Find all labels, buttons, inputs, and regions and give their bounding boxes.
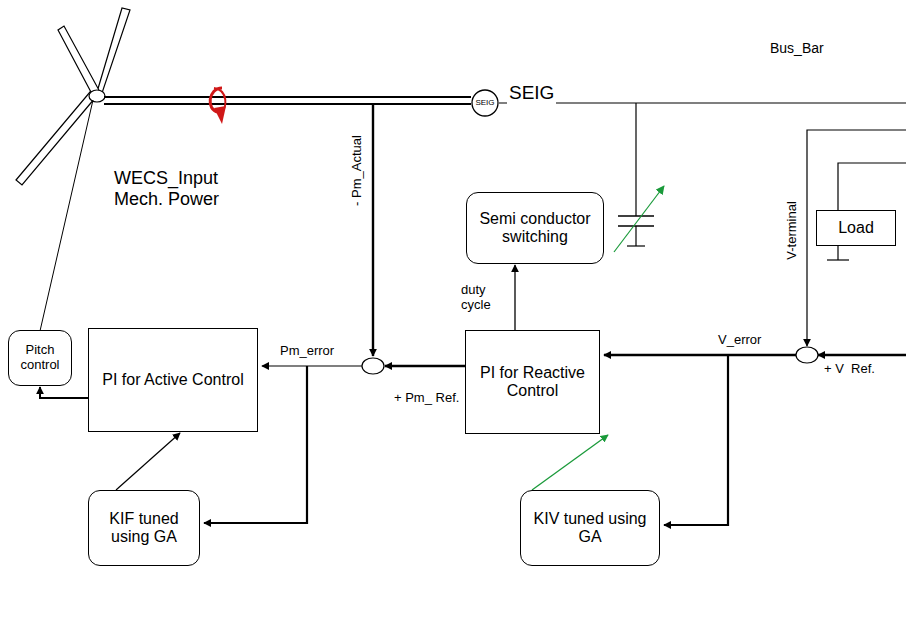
variable-capacitor-part xyxy=(614,186,664,252)
variable-capacitor-part xyxy=(635,103,636,216)
signal-label: WECS_Input Mech. Power xyxy=(112,168,266,209)
power-feedback-part xyxy=(362,358,384,374)
power-feedback xyxy=(204,104,470,523)
drive-shaft-part xyxy=(104,103,471,105)
node-text: PI for Active Control xyxy=(98,371,247,389)
ga-tuner-box: KIV tuned using GA xyxy=(520,490,660,566)
ga-tuner-box: KIF tuned using GA xyxy=(88,490,200,566)
voltage-feedback-part xyxy=(796,347,818,363)
bus-bar-wire-part xyxy=(837,246,838,260)
pi-controller-box: PI for Reactive Control xyxy=(465,330,600,434)
bus-bar-wire-part xyxy=(499,102,906,103)
node-text: Pitch control xyxy=(9,343,71,373)
wind-turbine-part xyxy=(58,26,100,94)
variable-capacitor-part xyxy=(627,245,645,246)
node-text: PI for Reactive Control xyxy=(466,364,599,401)
signal-label: Pm_error xyxy=(278,344,336,359)
node-text: SEIG xyxy=(475,98,494,107)
signal-arrow xyxy=(514,265,515,330)
edge-label: duty cycle xyxy=(459,283,509,313)
signal-label: SEIG xyxy=(507,82,556,104)
pitch-control-box: Pitch control xyxy=(8,330,72,386)
signal-label: - Pm_Actual xyxy=(350,133,365,208)
wind-turbine-part xyxy=(97,8,130,96)
pitch-link-part xyxy=(40,100,93,331)
wind-turbine-part xyxy=(89,90,105,102)
node-text: Semi conductor switching xyxy=(467,210,603,247)
power-feedback-part xyxy=(372,104,374,356)
drive-shaft-part xyxy=(104,96,471,98)
switching-box: Semi conductor switching xyxy=(466,192,604,264)
voltage-feedback-part xyxy=(664,355,728,525)
wind-turbine-part xyxy=(16,92,95,185)
rotation-arrow xyxy=(210,88,226,124)
variable-capacitor-part xyxy=(635,226,636,246)
signal-label: V-terminal xyxy=(785,199,800,262)
node-text: KIF tuned using GA xyxy=(89,510,199,547)
generator-circle: SEIG xyxy=(471,89,499,117)
bus-bar-wire-part xyxy=(807,130,906,346)
circle-outline xyxy=(472,90,498,116)
signal-label: Bus_Bar xyxy=(768,40,826,56)
variable-capacitor-part xyxy=(618,215,654,217)
voltage-feedback-part xyxy=(604,354,796,356)
pi-controller-box: PI for Active Control xyxy=(88,328,258,432)
rotation-arrow-part xyxy=(214,106,226,124)
voltage-feedback-part xyxy=(818,354,906,356)
load-box: Load xyxy=(816,210,896,246)
bus-bar-wire-part xyxy=(838,163,906,210)
power-feedback-part xyxy=(262,365,362,366)
power-feedback-part xyxy=(385,365,470,367)
signal-arrow xyxy=(116,433,180,490)
drive-shaft xyxy=(104,97,471,104)
variable-capacitor xyxy=(614,103,664,252)
node-text: Load xyxy=(834,219,878,237)
signal-label: + Pm_ Ref. xyxy=(392,391,461,406)
signal-arrow xyxy=(532,435,608,490)
signal-label: + V Ref. xyxy=(822,362,877,377)
pitch-link xyxy=(40,100,93,331)
bus-bar-wire-part xyxy=(827,259,849,260)
signal-label: V_error xyxy=(716,333,763,348)
node-text: KIV tuned using GA xyxy=(521,510,659,547)
signal-arrow xyxy=(40,387,88,398)
